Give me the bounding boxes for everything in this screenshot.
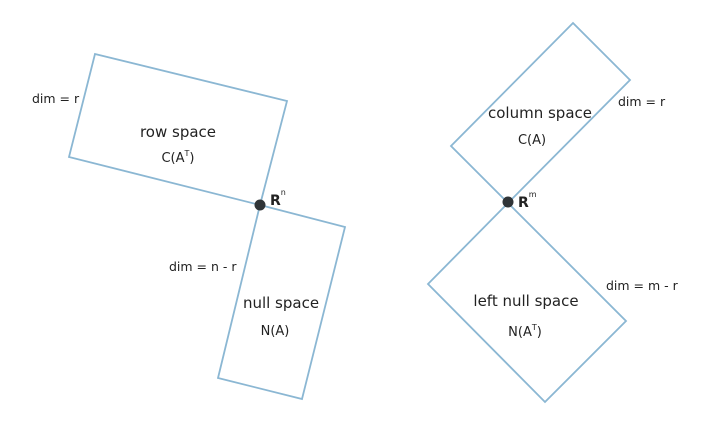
row-space-title: row space [140, 123, 216, 141]
null-space-symbol: N(A) [261, 324, 290, 339]
left-null-space-title: left null space [473, 292, 578, 310]
row-space-symbol: C(AT) [161, 149, 194, 166]
right-origin-dot [502, 196, 514, 208]
column-space-title: column space [488, 104, 592, 122]
left-null-space-dimension: dim = m - r [606, 278, 679, 293]
left-null-space-rectangle [426, 201, 628, 404]
left-null-space-symbol: N(AT) [508, 323, 542, 340]
column-space-dimension: dim = r [618, 94, 666, 109]
right-ambient-space-label: Rm [518, 190, 537, 211]
null-space-rectangle [216, 203, 347, 401]
left-ambient-space-label: Rn [270, 188, 286, 209]
column-space-symbol: C(A) [518, 133, 546, 148]
null-space-title: null space [243, 294, 319, 312]
right-diagram: column space C(A) dim = r Rm left null s… [426, 21, 679, 404]
left-diagram: row space C(AT) dim = r Rn null space N(… [32, 52, 347, 401]
row-space-dimension: dim = r [32, 91, 80, 106]
null-space-dimension: dim = n - r [169, 259, 237, 274]
left-origin-dot [254, 199, 266, 211]
